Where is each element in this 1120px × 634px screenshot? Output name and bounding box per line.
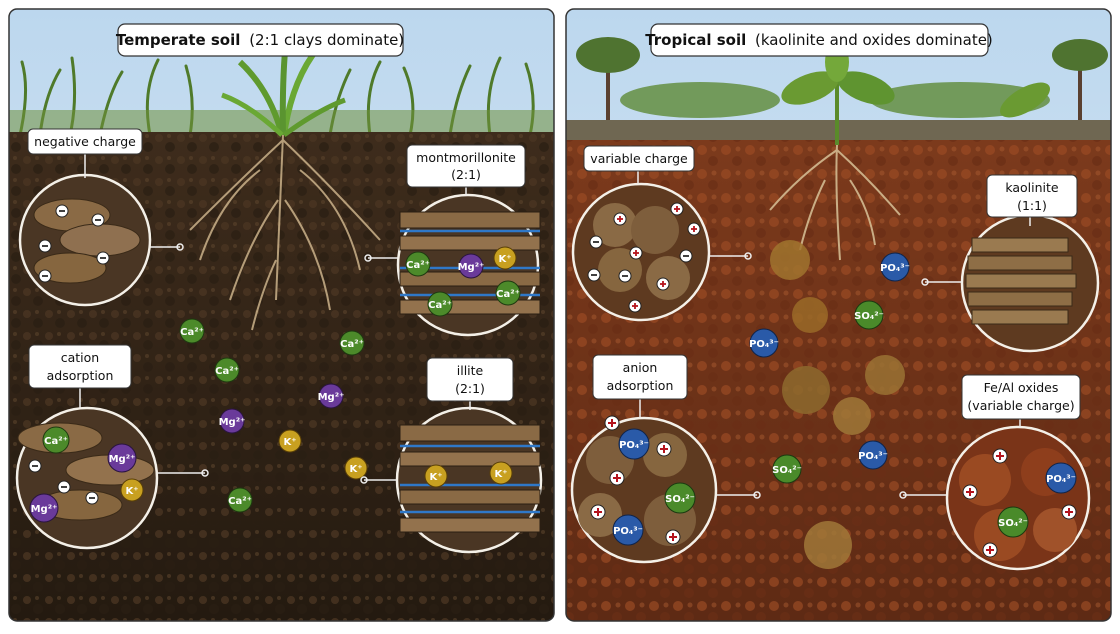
svg-text:Ca²⁺: Ca²⁺ <box>428 300 452 311</box>
illite-sublabel: (2:1) <box>455 381 485 396</box>
svg-text:Tropical soil (kaolinite: Tropical soil (kaolinite and oxides domi… <box>645 31 993 49</box>
kaolinite-sublabel: (1:1) <box>1017 198 1047 213</box>
kaolinite-label: kaolinite <box>1005 180 1059 195</box>
svg-text:Mg²⁺: Mg²⁺ <box>458 262 485 273</box>
svg-text:Ca²⁺: Ca²⁺ <box>406 260 430 271</box>
ion-k: K⁺ <box>121 479 143 501</box>
svg-text:Ca²⁺: Ca²⁺ <box>215 366 239 377</box>
svg-text:Ca²⁺: Ca²⁺ <box>340 339 364 350</box>
montmorillonite-label: montmorillonite <box>416 150 516 165</box>
ion-so4: SO₄²⁻ <box>998 507 1028 537</box>
svg-text:SO₄²⁻: SO₄²⁻ <box>854 311 884 322</box>
negative-charge-label: negative charge <box>34 134 136 149</box>
fe-al-sublabel: (variable charge) <box>967 398 1074 413</box>
ion-ca: Ca²⁺ <box>428 292 452 316</box>
svg-text:K⁺: K⁺ <box>498 254 511 265</box>
montmorillonite-sublabel: (2:1) <box>451 167 481 182</box>
ion-ca: Ca²⁺ <box>496 281 520 305</box>
ion-k: K⁺ <box>279 430 301 452</box>
ion-ca: Ca²⁺ <box>180 319 204 343</box>
ion-po4: PO₄³⁻ <box>880 253 910 281</box>
ion-so4: SO₄²⁻ <box>854 301 884 329</box>
svg-text:SO₄²⁻: SO₄²⁻ <box>665 494 695 505</box>
ion-ca: Ca²⁺ <box>215 358 239 382</box>
ion-so4: SO₄²⁻ <box>772 455 802 483</box>
svg-text:SO₄²⁻: SO₄²⁻ <box>772 465 802 476</box>
svg-text:Ca²⁺: Ca²⁺ <box>44 436 68 447</box>
ion-po4: PO₄³⁻ <box>613 515 643 545</box>
svg-text:Temperate soil (2:1 clay: Temperate soil (2:1 clays dominate) <box>116 31 404 49</box>
svg-text:Ca²⁺: Ca²⁺ <box>180 327 204 338</box>
tropical-title-rest: (kaolinite and oxides dominate) <box>755 31 993 49</box>
ion-k: K⁺ <box>345 457 367 479</box>
ion-ca: Ca²⁺ <box>406 252 430 276</box>
svg-text:K⁺: K⁺ <box>125 486 138 497</box>
temperate-title-rest: (2:1 clays dominate) <box>249 31 404 49</box>
cation-sublabel: adsorption <box>47 368 114 383</box>
anion-label: anion <box>623 360 658 375</box>
ion-ca: Ca²⁺ <box>340 331 364 355</box>
temperate-title-bold: Temperate soil <box>116 31 241 49</box>
temperate-title-box: Temperate soil (2:1 clays dominate) <box>116 24 404 56</box>
tropical-title-box: Tropical soil (kaolinite and oxides domi… <box>645 24 993 56</box>
svg-text:SO₄²⁻: SO₄²⁻ <box>998 518 1028 529</box>
ion-po4: PO₄³⁻ <box>858 441 888 469</box>
ion-mg: Mg²⁺ <box>108 444 136 472</box>
svg-text:Ca²⁺: Ca²⁺ <box>496 289 520 300</box>
svg-text:Ca²⁺: Ca²⁺ <box>228 496 252 507</box>
anion-sublabel: adsorption <box>607 378 674 393</box>
illite-label: illite <box>457 363 484 378</box>
svg-text:PO₄³⁻: PO₄³⁻ <box>613 526 643 537</box>
svg-text:PO₄³⁻: PO₄³⁻ <box>1046 474 1076 485</box>
svg-text:K⁺: K⁺ <box>429 472 442 483</box>
svg-text:Mg²⁺: Mg²⁺ <box>318 392 345 403</box>
svg-text:K⁺: K⁺ <box>349 464 362 475</box>
ion-po4: PO₄³⁻ <box>619 429 649 459</box>
cation-label: cation <box>61 350 99 365</box>
ion-k: K⁺ <box>494 247 516 269</box>
svg-text:Mg²⁺: Mg²⁺ <box>219 417 246 428</box>
ion-mg: Mg²⁺ <box>30 494 58 522</box>
variable-charge-label: variable charge <box>590 151 688 166</box>
ion-po4: PO₄³⁻ <box>749 329 779 357</box>
ion-k: K⁺ <box>425 465 447 487</box>
tropical-title-bold: Tropical soil <box>645 31 746 49</box>
svg-text:K⁺: K⁺ <box>494 469 507 480</box>
svg-text:PO₄³⁻: PO₄³⁻ <box>858 451 888 462</box>
svg-text:PO₄³⁻: PO₄³⁻ <box>880 263 910 274</box>
svg-text:Mg²⁺: Mg²⁺ <box>109 454 136 465</box>
svg-text:K⁺: K⁺ <box>283 437 296 448</box>
ion-po4: PO₄³⁻ <box>1046 463 1076 493</box>
ion-ca: Ca²⁺ <box>43 427 69 453</box>
svg-text:PO₄³⁻: PO₄³⁻ <box>749 339 779 350</box>
ion-k: K⁺ <box>490 462 512 484</box>
ion-ca: Ca²⁺ <box>228 488 252 512</box>
fe-al-label: Fe/Al oxides <box>984 380 1059 395</box>
svg-text:PO₄³⁻: PO₄³⁻ <box>619 440 649 451</box>
svg-text:Mg²⁺: Mg²⁺ <box>31 504 58 515</box>
ion-so4: SO₄²⁻ <box>665 483 695 513</box>
